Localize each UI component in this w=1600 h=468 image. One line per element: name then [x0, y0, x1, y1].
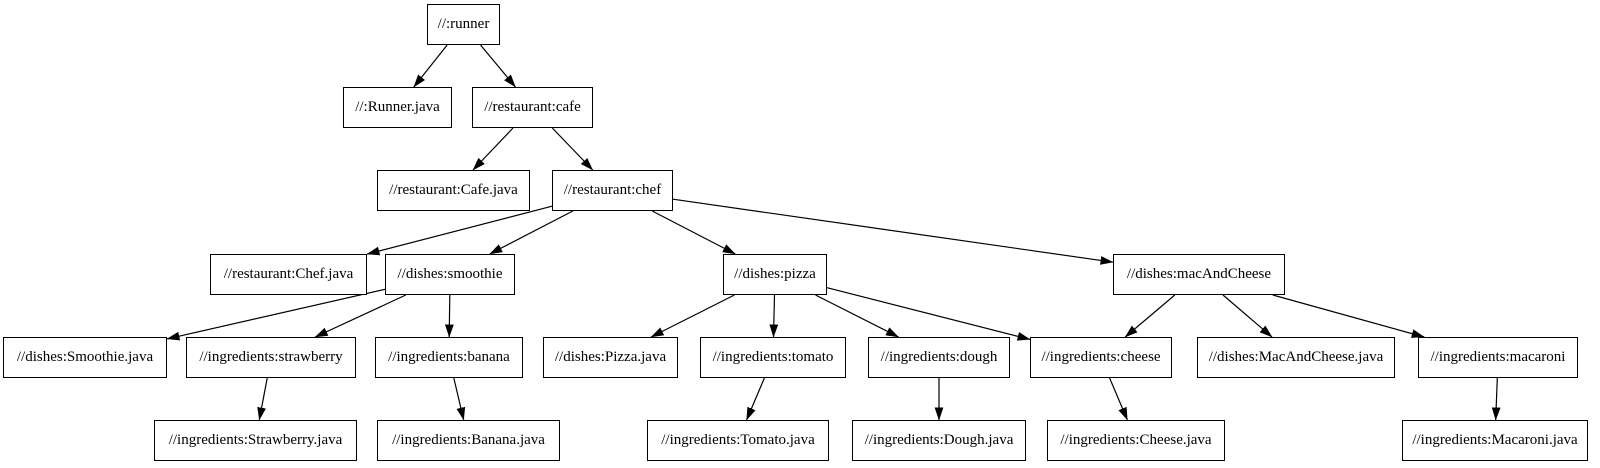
graph-node-runner-java: //:Runner.java: [343, 87, 452, 128]
graph-node-label: //restaurant:Cafe.java: [389, 182, 518, 198]
edge-runner-to-cafe: [480, 44, 516, 88]
graph-node-runner: //:runner: [427, 4, 500, 45]
edge-chef-to-smoothie: [489, 210, 574, 255]
edge-smoothie-to-banana: [444, 294, 454, 338]
edge-chef-to-macandcheese: [672, 198, 1114, 265]
graph-node-chef: //restaurant:chef: [552, 170, 673, 211]
graph-node-label: //:Runner.java: [355, 99, 440, 115]
graph-node-label: //ingredients:Dough.java: [864, 432, 1014, 448]
edge-pizza-to-cheese: [826, 287, 1031, 341]
graph-node-label: //dishes:pizza: [734, 266, 816, 282]
edge-macandcheese-to-macandcheese-java: [1222, 294, 1273, 338]
edge-smoothie-to-smoothie-java: [166, 288, 386, 341]
edge-chef-to-pizza: [651, 210, 736, 255]
graph-node-macaroni: //ingredients:macaroni: [1418, 337, 1578, 378]
graph-node-macandcheese: //dishes:macAndCheese: [1113, 254, 1285, 295]
graph-node-smoothie: //dishes:smoothie: [385, 254, 515, 295]
edge-cheese-to-cheese-java: [1109, 377, 1128, 421]
graph-node-label: //dishes:MacAndCheese.java: [1208, 349, 1384, 365]
graph-node-label: //ingredients:Cheese.java: [1060, 432, 1212, 448]
graph-node-pizza-java: //dishes:Pizza.java: [543, 337, 678, 378]
graph-node-label: //ingredients:Banana.java: [392, 432, 545, 448]
graph-node-label: //dishes:smoothie: [397, 266, 503, 282]
graph-node-dough: //ingredients:dough: [868, 337, 1010, 378]
edge-chef-to-chef-java: [366, 205, 553, 256]
graph-node-macandcheese-java: //dishes:MacAndCheese.java: [1197, 337, 1395, 378]
graph-node-label: //dishes:macAndCheese: [1126, 266, 1272, 282]
graph-node-strawberry: //ingredients:strawberry: [186, 337, 356, 378]
graph-node-cheese-java: //ingredients:Cheese.java: [1047, 420, 1225, 461]
edge-strawberry-to-strawberry-java: [257, 377, 268, 421]
graph-node-label: //ingredients:Strawberry.java: [168, 432, 343, 448]
graph-node-cheese: //ingredients:cheese: [1030, 337, 1172, 378]
edge-cafe-to-cafe-java: [472, 127, 514, 171]
graph-node-chef-java: //restaurant:Chef.java: [210, 254, 367, 295]
graph-node-label: //ingredients:cheese: [1041, 349, 1161, 365]
graph-node-label: //ingredients:tomato: [712, 349, 834, 365]
graph-node-label: //restaurant:Chef.java: [223, 266, 354, 282]
graph-node-tomato: //ingredients:tomato: [700, 337, 846, 378]
edge-banana-to-banana-java: [453, 377, 466, 421]
edge-pizza-to-tomato: [769, 294, 779, 338]
edge-macandcheese-to-macaroni: [1272, 294, 1425, 338]
graph-node-label: //dishes:Smoothie.java: [16, 349, 154, 365]
graph-node-label: //dishes:Pizza.java: [554, 349, 667, 365]
edge-pizza-to-pizza-java: [650, 294, 735, 338]
graph-node-label: //:runner: [437, 16, 490, 32]
edge-tomato-to-tomato-java: [746, 377, 765, 421]
graph-node-strawberry-java: //ingredients:Strawberry.java: [154, 420, 357, 461]
graph-node-macaroni-java: //ingredients:Macaroni.java: [1402, 420, 1588, 461]
edge-cafe-to-chef: [551, 127, 594, 171]
graph-node-cafe-java: //restaurant:Cafe.java: [377, 170, 530, 211]
edge-runner-to-runner-java: [413, 44, 448, 88]
graph-node-cafe: //restaurant:cafe: [472, 87, 593, 128]
graph-node-pizza: //dishes:pizza: [723, 254, 827, 295]
graph-node-label: //ingredients:macaroni: [1430, 349, 1566, 365]
graph-node-label: //ingredients:Tomato.java: [661, 432, 815, 448]
edge-macaroni-to-macaroni-java: [1491, 377, 1501, 421]
graph-node-label: //ingredients:dough: [880, 349, 998, 365]
graph-node-label: //restaurant:cafe: [484, 99, 581, 115]
graph-node-label: //ingredients:Macaroni.java: [1412, 432, 1578, 448]
graph-node-tomato-java: //ingredients:Tomato.java: [647, 420, 829, 461]
graph-node-smoothie-java: //dishes:Smoothie.java: [3, 337, 167, 378]
graph-node-label: //ingredients:strawberry: [199, 349, 343, 365]
graph-node-label: //restaurant:chef: [563, 182, 662, 198]
graph-node-banana: //ingredients:banana: [375, 337, 523, 378]
graph-node-label: //ingredients:banana: [388, 349, 510, 365]
edge-macandcheese-to-cheese: [1124, 294, 1176, 338]
graph-node-dough-java: //ingredients:Dough.java: [852, 420, 1026, 461]
graph-node-banana-java: //ingredients:Banana.java: [377, 420, 560, 461]
edge-smoothie-to-strawberry: [314, 294, 407, 338]
edge-pizza-to-dough: [815, 294, 899, 338]
